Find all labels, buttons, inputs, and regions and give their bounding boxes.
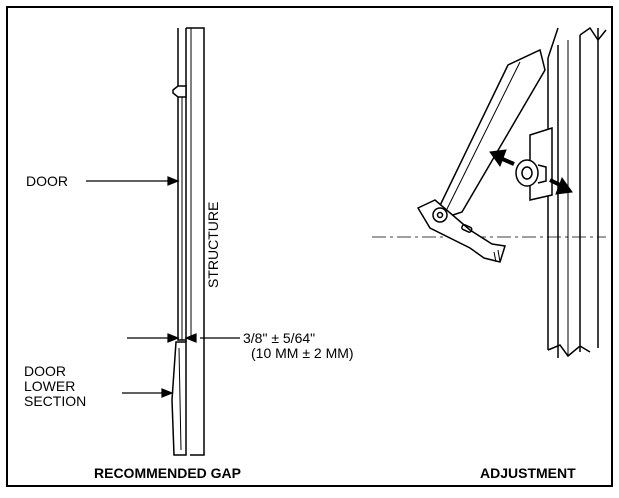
bracket-slot [461,223,473,233]
adjust-arrow-left-head [489,149,507,168]
pivot-bolt-center [436,211,444,219]
track-top-jag [579,26,607,42]
track-bottom-break [547,344,591,358]
door-label: DOOR [26,173,68,189]
arm-inner [443,61,521,216]
adjustment-figure [372,26,607,358]
caption-adjustment: ADJUSTMENT [480,465,576,481]
gap-dimension [127,333,240,343]
adjust-arrows [489,149,573,195]
gap-metric-label: (10 MM ± 2 MM) [251,345,354,361]
door-lower-label-line3: SECTION [24,393,87,409]
cam-bolt-shaft [537,164,547,184]
leaders-left [86,176,180,398]
caption-recommended-gap: RECOMMENDED GAP [94,465,242,481]
bracket-screw [493,249,501,263]
door-lower-label-line1: DOOR [24,363,66,379]
hinge-notch [172,85,187,98]
pivot-bolt [432,207,448,223]
adjust-arrow-right-head [555,176,573,195]
door-lower-label-line2: LOWER [24,378,76,394]
lower-leader-head [161,388,174,398]
border [6,6,613,487]
structure-rail [186,27,205,456]
gap-imperial-label: 3/8" ± 5/64" [243,330,316,346]
gap-arrow-left-head [167,333,180,343]
arm [430,48,546,224]
door-lower-section-shape [171,341,187,456]
track-top-break [547,27,559,59]
gap-figure [171,27,205,456]
structure-label: STRUCTURE [205,201,221,288]
door-lower-inner [178,347,182,451]
cam-bolt-socket [521,166,533,180]
gap-arrow-right-head [184,333,197,343]
door-panel [177,28,186,341]
door-leader-head [167,176,180,186]
cam-bolt [515,159,539,187]
